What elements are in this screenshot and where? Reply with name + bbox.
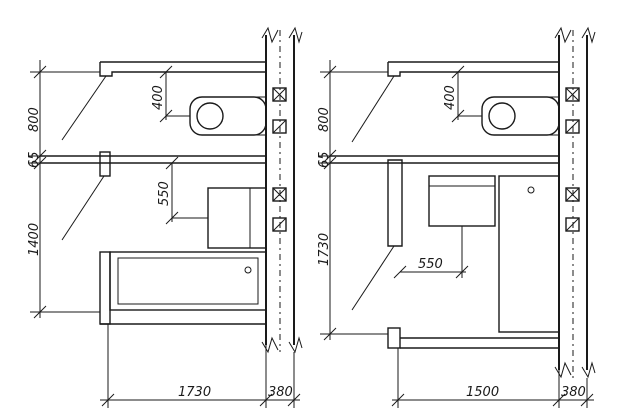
left-plan: 800 65 1400 400 550 1730 380 [27, 26, 303, 408]
right-toilet-dimension [451, 65, 482, 123]
right-sink [428, 175, 496, 227]
right-bathtub [498, 175, 560, 333]
right-middle-partition [330, 155, 559, 311]
right-dim-wall: 380 [561, 385, 586, 400]
right-exterior-wall [554, 26, 596, 379]
right-vertical-dimensions [318, 60, 388, 341]
left-sink-dimension [165, 156, 208, 225]
right-dim-width: 1500 [466, 385, 499, 400]
right-dim-gap: 65 [317, 151, 332, 168]
right-dim-height-bottom: 1730 [317, 233, 332, 266]
right-toilet-room-walls [351, 61, 559, 143]
right-sink-dimension [393, 226, 469, 279]
right-toilet [481, 96, 560, 136]
right-bottom-wall [387, 327, 559, 349]
left-dim-wall: 380 [268, 385, 293, 400]
right-plan: 800 65 1730 400 550 1500 380 [317, 26, 596, 408]
left-vertical-dimensions [28, 60, 100, 319]
left-bathtub [99, 251, 267, 325]
left-toilet-dimension [159, 65, 190, 123]
left-exterior-wall [261, 26, 303, 354]
right-dim-height-top: 800 [317, 107, 332, 132]
left-dim-height-bottom: 1400 [27, 223, 42, 256]
left-dim-gap: 65 [27, 151, 42, 168]
left-dim-width: 1730 [178, 385, 211, 400]
left-dim-sink: 550 [157, 181, 172, 206]
left-middle-partition [40, 151, 266, 241]
left-toilet [189, 96, 267, 136]
right-dim-sink: 550 [418, 257, 443, 272]
left-horizontal-dimensions [100, 324, 301, 408]
left-dim-toilet: 400 [151, 85, 166, 110]
left-sink [207, 187, 267, 249]
left-dim-height-top: 800 [27, 107, 42, 132]
right-dim-toilet: 400 [443, 85, 458, 110]
left-toilet-room-walls [61, 61, 266, 141]
right-horizontal-dimensions [391, 348, 594, 408]
